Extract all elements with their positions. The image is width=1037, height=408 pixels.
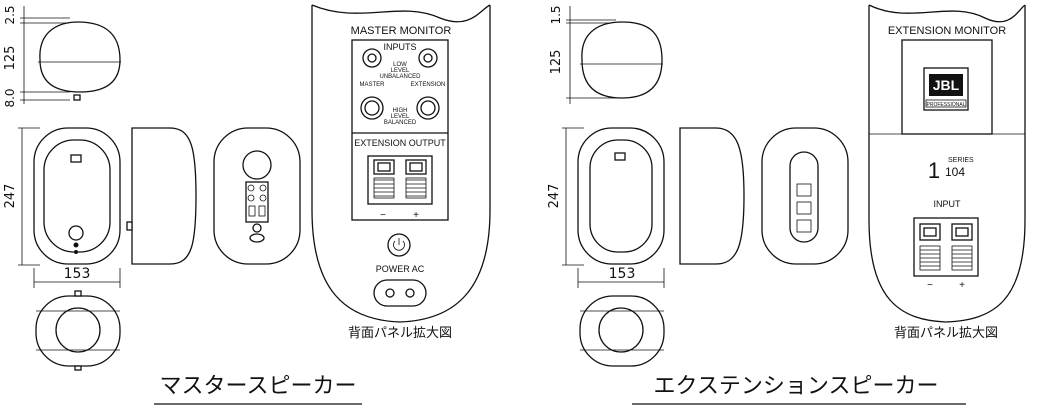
woofer-icon [55, 307, 101, 353]
ac-inlet-enlarged-icon [373, 279, 427, 307]
port-icon [242, 150, 272, 180]
inputs-label: INPUTS [383, 42, 416, 52]
ext-input-label: INPUT [934, 199, 962, 209]
extension-rca-jack [418, 48, 438, 68]
ext-dim-top-gap: 1.5 [549, 5, 563, 24]
dim-base: 8.0 [3, 88, 17, 107]
extension-front-dimension: 247 153 [547, 127, 665, 288]
ext-dim-width: 153 [609, 266, 636, 282]
master-panel-caption: 背面パネル拡大図 [348, 326, 452, 341]
dim-height-top: 125 [3, 46, 18, 71]
power-ac-label: POWER AC [376, 264, 425, 274]
series-number: 1 [928, 158, 940, 183]
plus-label: + [413, 210, 419, 221]
extension-label: EXTENSION [411, 82, 446, 88]
master-rca-jack [362, 48, 382, 68]
power-button-icon [387, 233, 411, 257]
extension-trs-jack [416, 96, 440, 120]
master-speaker-group: 2.5 125 8.0 247 153 [3, 4, 491, 405]
jbl-logo-icon [929, 74, 963, 96]
headphone-jack-icon [73, 242, 79, 248]
ext-speaker-terminal [913, 217, 979, 277]
master-base-foot [73, 94, 81, 101]
extension-speaker-group: 1.5 125 247 153 [547, 4, 1026, 405]
master-rear-view [213, 127, 301, 265]
master-top-view-dimension: 2.5 125 8.0 [3, 5, 70, 108]
high-level-label-3: BALANCED [384, 120, 417, 126]
professional-label: PROFESSIONAL [927, 102, 966, 108]
master-front-dimension: 247 153 [3, 127, 121, 288]
master-top-view [39, 21, 121, 93]
ext-plus-label: + [959, 280, 965, 291]
ext-woofer-icon [598, 307, 644, 353]
ac-inlet-icon [249, 233, 265, 243]
low-level-label-1: LOW [393, 62, 407, 68]
low-level-label-3: UNBALANCED [379, 74, 421, 80]
ext-panel-title: EXTENSION MONITOR [888, 25, 1006, 37]
power-switch-icon [252, 223, 262, 233]
extension-front-view [577, 127, 665, 265]
master-title: マスタースピーカー [160, 374, 357, 399]
master-trs-jack [360, 96, 384, 120]
extension-top-view [581, 21, 663, 99]
master-bottom-view [35, 295, 121, 367]
ext-dim-height-top: 125 [549, 50, 564, 75]
master-label: MASTER [359, 82, 385, 88]
low-level-label-2: LEVEL [391, 68, 410, 74]
dim-top-gap: 2.5 [3, 5, 17, 24]
volume-knob-icon [68, 225, 84, 241]
high-level-label-1: HIGH [393, 108, 408, 114]
ext-output-label: EXTENSION OUTPUT [354, 138, 446, 148]
minus-label: − [380, 210, 386, 221]
jbl-badge-icon [70, 154, 82, 163]
dim-width: 153 [64, 266, 91, 282]
extension-panel-enlarged: EXTENSION MONITOR JBL PROFESSIONAL 1 SER… [868, 4, 1026, 341]
high-level-label-2: LEVEL [391, 114, 410, 120]
jbl-logo-text: JBL [933, 77, 960, 93]
extension-side-view [679, 127, 745, 265]
panel-title: MASTER MONITOR [351, 25, 452, 37]
extension-top-view-dimension: 1.5 125 [549, 5, 616, 104]
ext-minus-label: − [927, 280, 933, 291]
jbl-logo-box [923, 67, 969, 111]
master-side-view [131, 127, 197, 265]
ext-panel-caption: 背面パネル拡大図 [894, 326, 998, 341]
ext-jbl-badge-icon [614, 152, 626, 161]
model-label: 104 [945, 165, 965, 179]
master-front-view [33, 127, 121, 265]
extension-title: エクステンションスピーカー [654, 374, 939, 399]
series-label: SERIES [948, 157, 974, 164]
speaker-terminal [367, 155, 433, 205]
ext-dim-height: 247 [547, 184, 562, 209]
extension-bottom-view [579, 295, 665, 367]
aux-jack-icon [74, 250, 78, 254]
master-panel-enlarged: MASTER MONITOR INPUTS LOW LEVEL UNBALANC… [311, 4, 491, 341]
dim-height: 247 [3, 184, 18, 209]
